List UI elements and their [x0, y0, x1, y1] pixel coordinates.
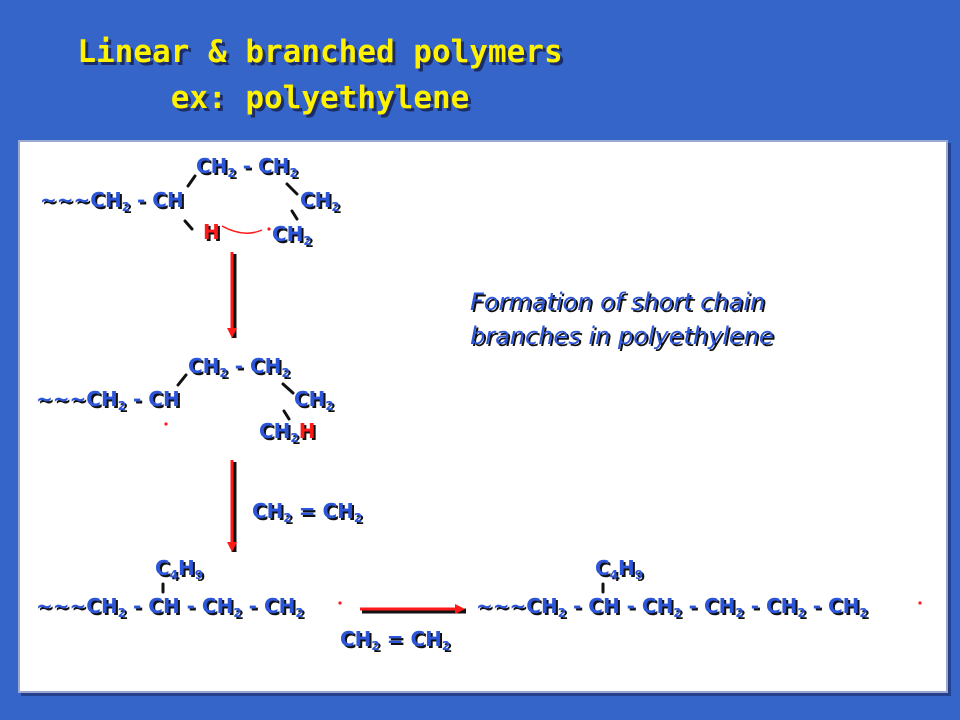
- caption-line1: Formation of short chain: [470, 288, 766, 316]
- bond-line: [281, 382, 295, 395]
- content-panel: [18, 140, 948, 693]
- radical-dot: [267, 227, 271, 231]
- step2-right-ch2: CH2: [294, 387, 334, 413]
- slide-title-line2: ex: polyethylene: [170, 80, 470, 116]
- radical-dot: [338, 601, 342, 605]
- step1-backbone: ~~~CH2 - CH: [40, 188, 184, 214]
- step3-chain-right: ~~~CH2 - CH - CH2 - CH2 - CH2 - CH2: [476, 594, 868, 620]
- bond-line: [290, 209, 299, 221]
- radical-dot: [164, 422, 168, 426]
- caption: Formation of short chain branches in pol…: [470, 285, 774, 353]
- bond-line: [285, 182, 299, 196]
- step2-ch2h: CH2H: [259, 419, 316, 445]
- step1-right-ch2: CH2: [300, 188, 340, 214]
- hydrogen-transfer-curve: [221, 225, 263, 234]
- bond-line: [183, 219, 194, 231]
- step3-branch-left: C4H9: [155, 556, 204, 582]
- radical-dot: [918, 601, 922, 605]
- step3-monomer-2: CH2 = CH2: [340, 627, 451, 653]
- step2-backbone: ~~~CH2 - CH: [36, 387, 180, 413]
- step3-chain-left: ~~~CH2 - CH - CH2 - CH2: [36, 594, 304, 620]
- step3-branch-right: C4H9: [595, 556, 644, 582]
- step1-chain-top: CH2 - CH2: [196, 154, 298, 180]
- bond-line: [186, 174, 197, 188]
- step1-lower-ch2: CH2: [272, 222, 312, 248]
- bond-line: [176, 373, 188, 387]
- bond-line: [282, 409, 291, 421]
- caption-line2: branches in polyethylene: [470, 322, 774, 350]
- step2-chain-top: CH2 - CH2: [188, 354, 290, 380]
- step1-hydrogen: H: [203, 220, 220, 244]
- step3-monomer-1: CH2 = CH2: [252, 499, 363, 525]
- slide-title-line1: Linear & branched polymers: [77, 34, 563, 70]
